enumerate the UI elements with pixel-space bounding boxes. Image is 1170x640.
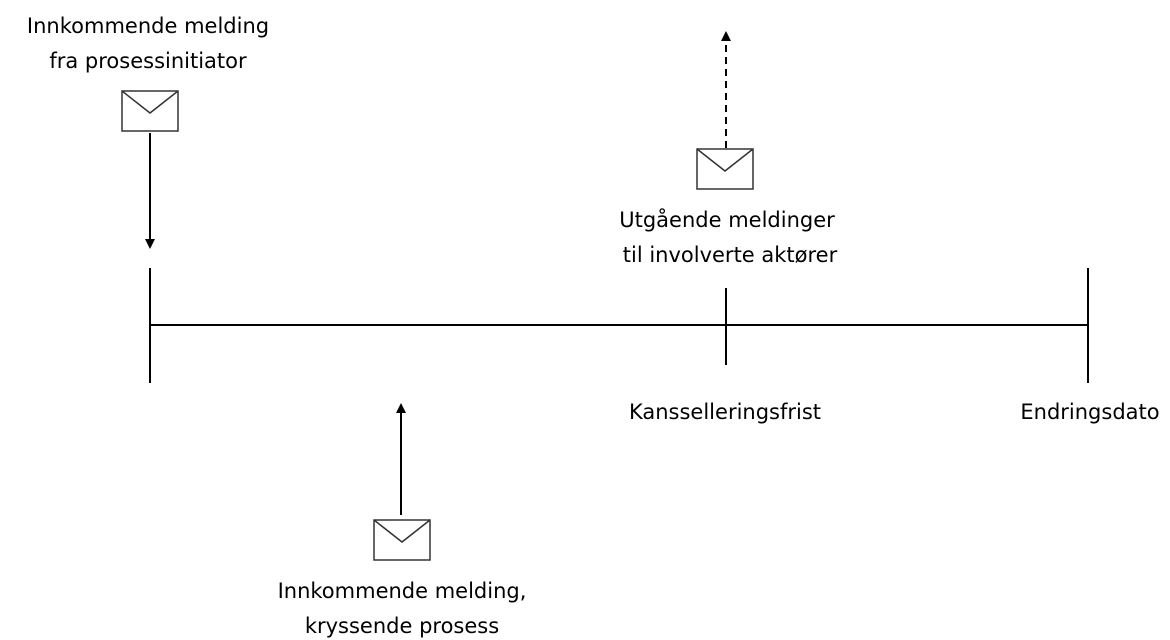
crossing-process-label-line2: kryssende prosess <box>305 614 499 638</box>
envelope-icon <box>373 519 431 561</box>
outgoing-label-line1: Utgående meldinger <box>619 207 835 232</box>
envelope-icon <box>121 90 179 132</box>
crossing-process-label-line1: Innkommende melding, <box>278 579 527 603</box>
incoming-initiator-label-line1: Innkommende melding <box>27 14 269 38</box>
incoming-initiator-label-line2: fra prosessinitiator <box>49 49 247 73</box>
change-date-label: Endringsdato <box>1020 400 1159 424</box>
envelope-icon <box>696 148 754 190</box>
outgoing-label-line2: til involverte aktører <box>623 243 838 267</box>
cancellation-deadline-label: Kansselleringsfrist <box>629 400 821 424</box>
